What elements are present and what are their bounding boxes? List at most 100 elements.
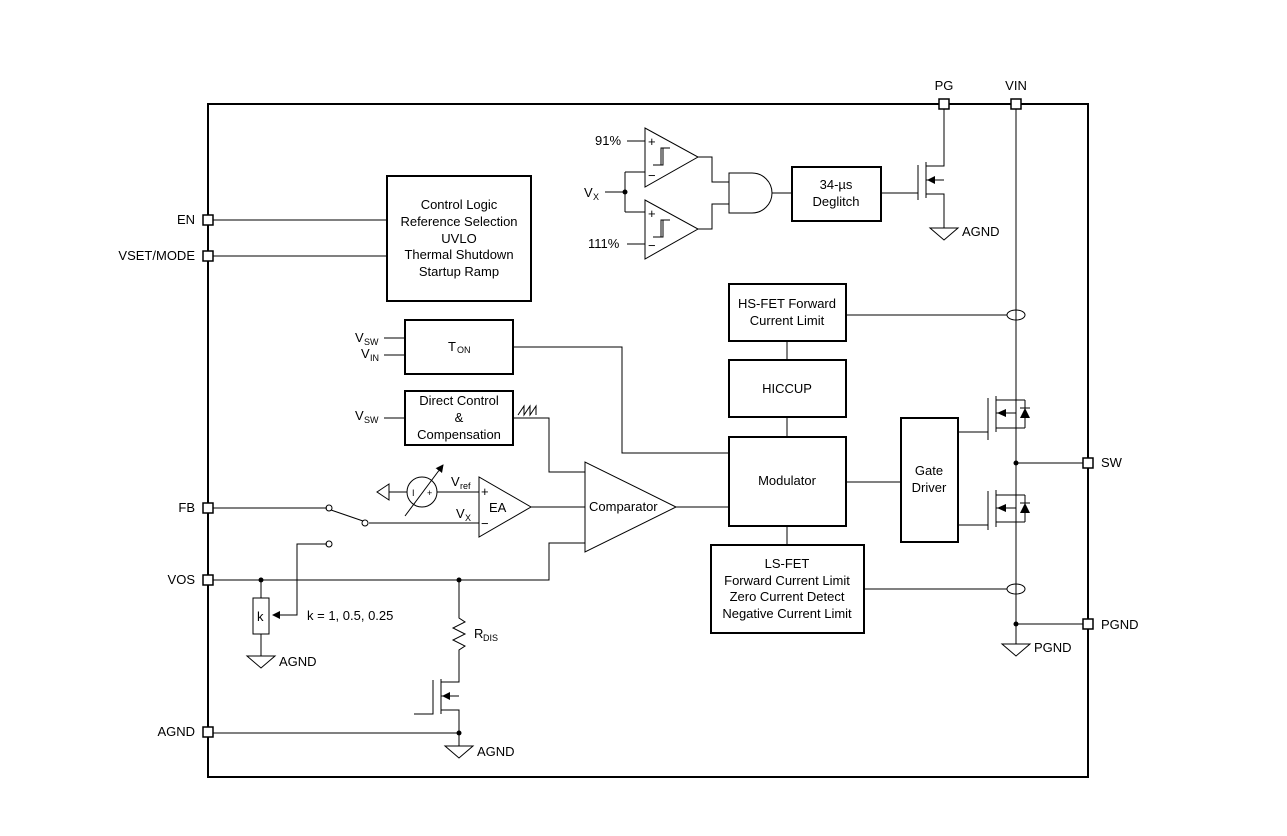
k-values-label: k = 1, 0.5, 0.25 — [307, 608, 393, 623]
discharge-agnd-label: AGND — [477, 744, 515, 759]
pin-vset-mode-label: VSET/MODE — [118, 248, 195, 263]
gate-driver-line-2: Driver — [912, 480, 947, 495]
vref-source-minus: I — [412, 488, 415, 498]
control-logic-line-2: Reference Selection — [400, 214, 517, 229]
rdis-resistor: R DIS — [451, 580, 498, 665]
comp1-plus: + — [648, 134, 656, 149]
label-vsw-ton: V SW — [355, 330, 379, 347]
ls-fet-line-2: Forward Current Limit — [724, 573, 850, 588]
deglitch-block: 34-µs Deglitch — [791, 166, 882, 222]
ea-label: EA — [489, 500, 507, 515]
hs-fet-symbol — [958, 396, 1030, 440]
ls-fet-symbol — [958, 490, 1030, 530]
pin-sw: SW — [1082, 455, 1123, 470]
label-vx-ea: V X — [456, 506, 471, 523]
svg-text:V: V — [355, 330, 364, 345]
modulator-label: Modulator — [758, 473, 816, 488]
ton-block: T ON — [404, 319, 514, 375]
and-gate — [728, 172, 773, 214]
ls-fet-line-4: Negative Current Limit — [722, 606, 852, 621]
label-vref: V ref — [451, 474, 471, 491]
hs-fet-current-limit-block: HS-FET Forward Current Limit — [728, 283, 847, 342]
ton-main: T — [448, 339, 456, 354]
svg-text:X: X — [593, 192, 599, 202]
svg-text:ref: ref — [460, 481, 471, 491]
ls-fet-line-1: LS-FET — [765, 556, 810, 571]
ea-plus: + — [481, 484, 489, 499]
label-vin-ton: V IN — [361, 346, 379, 363]
svg-text:V: V — [584, 185, 593, 200]
svg-text:V: V — [451, 474, 460, 489]
svg-text:V: V — [355, 408, 364, 423]
k-ground-symbol: AGND — [245, 654, 317, 669]
pin-vos-label: VOS — [168, 572, 196, 587]
hs-fet-line-1: HS-FET Forward — [738, 296, 836, 311]
svg-text:SW: SW — [364, 415, 379, 425]
pin-vin-label: VIN — [1005, 78, 1027, 93]
direct-control-line-1: Direct Control — [419, 393, 499, 408]
direct-control-block: Direct Control & Compensation — [404, 390, 514, 446]
pin-en: EN — [177, 212, 214, 227]
gate-driver-block: Gate Driver — [900, 417, 959, 543]
control-logic-line-4: Thermal Shutdown — [404, 247, 513, 262]
ea-minus: − — [481, 516, 489, 531]
hiccup-label: HICCUP — [762, 381, 812, 396]
pin-agnd-label: AGND — [157, 724, 195, 739]
deglitch-line-1: 34-µs — [820, 177, 853, 192]
ls-fet-current-limit-block: LS-FET Forward Current Limit Zero Curren… — [710, 544, 865, 634]
discharge-mosfet — [414, 665, 460, 733]
sawtooth-icon — [517, 404, 537, 417]
comp2-plus: + — [648, 206, 656, 221]
svg-text:IN: IN — [370, 353, 379, 363]
chip-outline — [207, 103, 1089, 778]
feedback-switch — [213, 504, 369, 619]
control-logic-line-1: Control Logic — [421, 197, 498, 212]
vref-ground-icon — [376, 483, 390, 501]
ls-fet-line-3: Zero Current Detect — [730, 589, 845, 604]
comp2-minus: − — [648, 238, 656, 253]
hs-fet-line-2: Current Limit — [750, 313, 825, 328]
control-logic-block: Control Logic Reference Selection UVLO T… — [386, 175, 532, 302]
label-vsw-dc: V SW — [355, 408, 379, 425]
svg-text:SW: SW — [364, 337, 379, 347]
label-vx-pg: V X — [584, 185, 599, 202]
control-logic-line-3: UVLO — [441, 231, 476, 246]
k-resistor-label: k — [257, 609, 264, 624]
pg-mosfet — [881, 109, 945, 228]
discharge-ground-symbol: AGND — [443, 733, 515, 759]
direct-control-line-3: Compensation — [417, 427, 501, 442]
comparator-label: Comparator — [589, 499, 658, 514]
pin-pgnd: PGND — [1082, 617, 1139, 632]
label-111pct: 111% — [588, 236, 620, 251]
pin-fb-label: FB — [178, 500, 195, 515]
comp1-minus: − — [648, 168, 656, 183]
comparator-block: Comparator — [584, 461, 678, 553]
pin-pg-label: PG — [935, 78, 954, 93]
pin-vset-mode: VSET/MODE — [118, 248, 214, 263]
pg-ground-symbol: AGND — [928, 224, 1000, 241]
control-logic-line-5: Startup Ramp — [419, 264, 499, 279]
pin-agnd: AGND — [157, 724, 214, 739]
vref-source: I + — [404, 464, 444, 517]
k-resistor: k — [252, 580, 270, 656]
svg-text:X: X — [465, 513, 471, 523]
deglitch-line-2: Deglitch — [813, 194, 860, 209]
pin-fb: FB — [178, 500, 214, 515]
pin-sw-label: SW — [1101, 455, 1123, 470]
pin-pg: PG — [935, 78, 954, 110]
gate-driver-line-1: Gate — [915, 463, 943, 478]
ton-sub: ON — [457, 345, 471, 355]
pin-en-label: EN — [177, 212, 195, 227]
k-agnd-label: AGND — [279, 654, 317, 669]
label-91pct: 91% — [595, 133, 621, 148]
pgnd-ground-symbol: PGND — [1000, 640, 1072, 657]
svg-text:V: V — [361, 346, 370, 361]
rdis-sub: DIS — [483, 633, 498, 643]
pin-pgnd-label: PGND — [1101, 617, 1139, 632]
pin-vos: VOS — [168, 572, 214, 587]
modulator-block: Modulator — [728, 436, 847, 527]
rdis-main: R — [474, 626, 483, 641]
svg-text:V: V — [456, 506, 465, 521]
pg-agnd-label: AGND — [962, 224, 1000, 239]
